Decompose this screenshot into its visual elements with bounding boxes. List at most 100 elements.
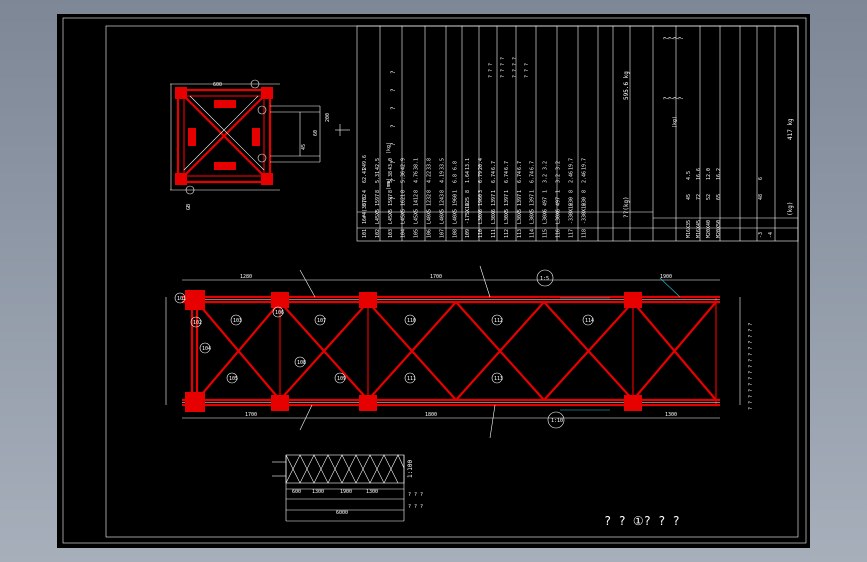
- table-cell: 2.46: [581, 171, 587, 183]
- bolts-units: (kg): [672, 116, 678, 128]
- table-cell: 497: [556, 197, 562, 206]
- table-cell: 8: [427, 190, 433, 193]
- table-cell: 6.8: [452, 161, 458, 170]
- table-cell: 1: [491, 190, 497, 193]
- bolt-qty: 45: [686, 194, 692, 200]
- table-cell: 6.74: [504, 171, 510, 183]
- drawing-title: ? ? ①? ? ?: [604, 514, 680, 528]
- table-cell: 1.64: [465, 171, 471, 183]
- table-cell: 105: [414, 229, 420, 238]
- table-cell: 6.79: [478, 171, 484, 183]
- table-cell: 104: [401, 229, 407, 238]
- part-number: 111: [407, 376, 416, 382]
- dim-bottom: 1300: [665, 412, 677, 418]
- table-cell: -175X10: [465, 203, 471, 224]
- washer-qty: 48: [758, 194, 764, 200]
- subtotal-value: 595.6 kg: [623, 71, 630, 100]
- overview-label: ? ? ?: [408, 504, 423, 510]
- part-bubble: [314, 314, 326, 326]
- part-bubble: [272, 306, 284, 318]
- table-cell: 3.2: [543, 161, 549, 170]
- table-cell: 33.8: [427, 158, 433, 170]
- table-cell: L30X5: [504, 209, 510, 224]
- table-header: ?: [390, 160, 397, 164]
- table-cell: 107: [439, 229, 445, 238]
- part-number: 109: [337, 376, 346, 382]
- dim-top: 1280: [240, 274, 252, 280]
- table-cell: 1397: [517, 194, 523, 206]
- bolts-header: ?: [678, 96, 685, 100]
- part-bubble: [491, 314, 503, 326]
- overview-dim: 1900: [340, 489, 352, 495]
- table-cell: 42.9: [401, 158, 407, 170]
- table-cell: 1960: [478, 194, 484, 206]
- table-cell: L40X5: [439, 209, 445, 224]
- table-header: ?: [390, 178, 397, 182]
- outer-border: [62, 17, 807, 544]
- part-bubble: [294, 356, 306, 368]
- dim-top: 1900: [660, 274, 672, 280]
- table-cell: 38.1: [414, 158, 420, 170]
- table-cell: L30X6: [543, 209, 549, 224]
- table-header: ?: [390, 124, 397, 128]
- drawing-sheet: [57, 14, 810, 548]
- bolt-weight: 16.6: [696, 168, 702, 180]
- table-cell: 1: [543, 190, 549, 193]
- total-label: (kg): [787, 202, 794, 216]
- bolt-weight: 12.0: [706, 168, 712, 180]
- table-cell: 1621: [401, 194, 407, 206]
- bolt-weight: 4.5: [686, 171, 692, 180]
- table-cell: 8: [439, 190, 445, 193]
- table-cell: 8: [581, 190, 587, 193]
- table-cell: 33.5: [439, 158, 445, 170]
- subtotal-label: ??(kg): [623, 196, 630, 218]
- table-cell: 230: [568, 197, 574, 206]
- bolt-qty: 72: [696, 194, 702, 200]
- detail-bubble: [536, 269, 554, 287]
- bolts-header: ?: [663, 96, 670, 100]
- bolt-spec: M20X40: [706, 220, 712, 238]
- detail-bubble: [547, 411, 565, 429]
- table-cell: 249.6: [362, 155, 368, 170]
- part-number: 110: [407, 318, 416, 324]
- part-bubble: [199, 342, 211, 354]
- table-cell: 113: [517, 229, 523, 238]
- table-cell: L45X5: [401, 209, 407, 224]
- table-cell: 62.41: [362, 168, 368, 183]
- table-cell: 1412: [414, 194, 420, 206]
- table-header: ?: [390, 196, 397, 200]
- table-cell: 2.46: [568, 171, 574, 183]
- table-cell: L45X5: [388, 209, 394, 224]
- overview-dim: 6000: [336, 510, 348, 516]
- table-cell: 1: [504, 190, 510, 193]
- table-cell: 6.7: [530, 161, 536, 170]
- table-cell: 6.74: [517, 171, 523, 183]
- truss-elevation: [165, 265, 741, 439]
- washer-weight: 6: [758, 177, 764, 180]
- part-bubble: [404, 372, 416, 384]
- table-cell: 3.2: [556, 174, 562, 183]
- table-cell: 1: [556, 190, 562, 193]
- table-cell: L30X6: [491, 209, 497, 224]
- table-cell: 1960: [452, 194, 458, 206]
- table-cell: L30X5: [530, 209, 536, 224]
- table-cell: 42.5: [375, 158, 381, 170]
- bolts-header: ?: [673, 96, 680, 100]
- table-cell: 8: [401, 190, 407, 193]
- table-cell: 8: [568, 190, 574, 193]
- bolts-header: ?: [668, 36, 675, 40]
- material-table: [356, 25, 799, 242]
- table-cell: 5.31: [375, 171, 381, 183]
- table-header: ?: [390, 88, 397, 92]
- table-cell: 116: [556, 229, 562, 238]
- total-value: 417 kg: [787, 118, 794, 140]
- bolts-header: ?: [663, 36, 670, 40]
- part-number: 101: [177, 296, 186, 302]
- part-number: 113: [494, 376, 503, 382]
- part-number: 114: [585, 318, 594, 324]
- table-header: ?: [390, 142, 397, 146]
- table-cell: 103: [388, 229, 394, 238]
